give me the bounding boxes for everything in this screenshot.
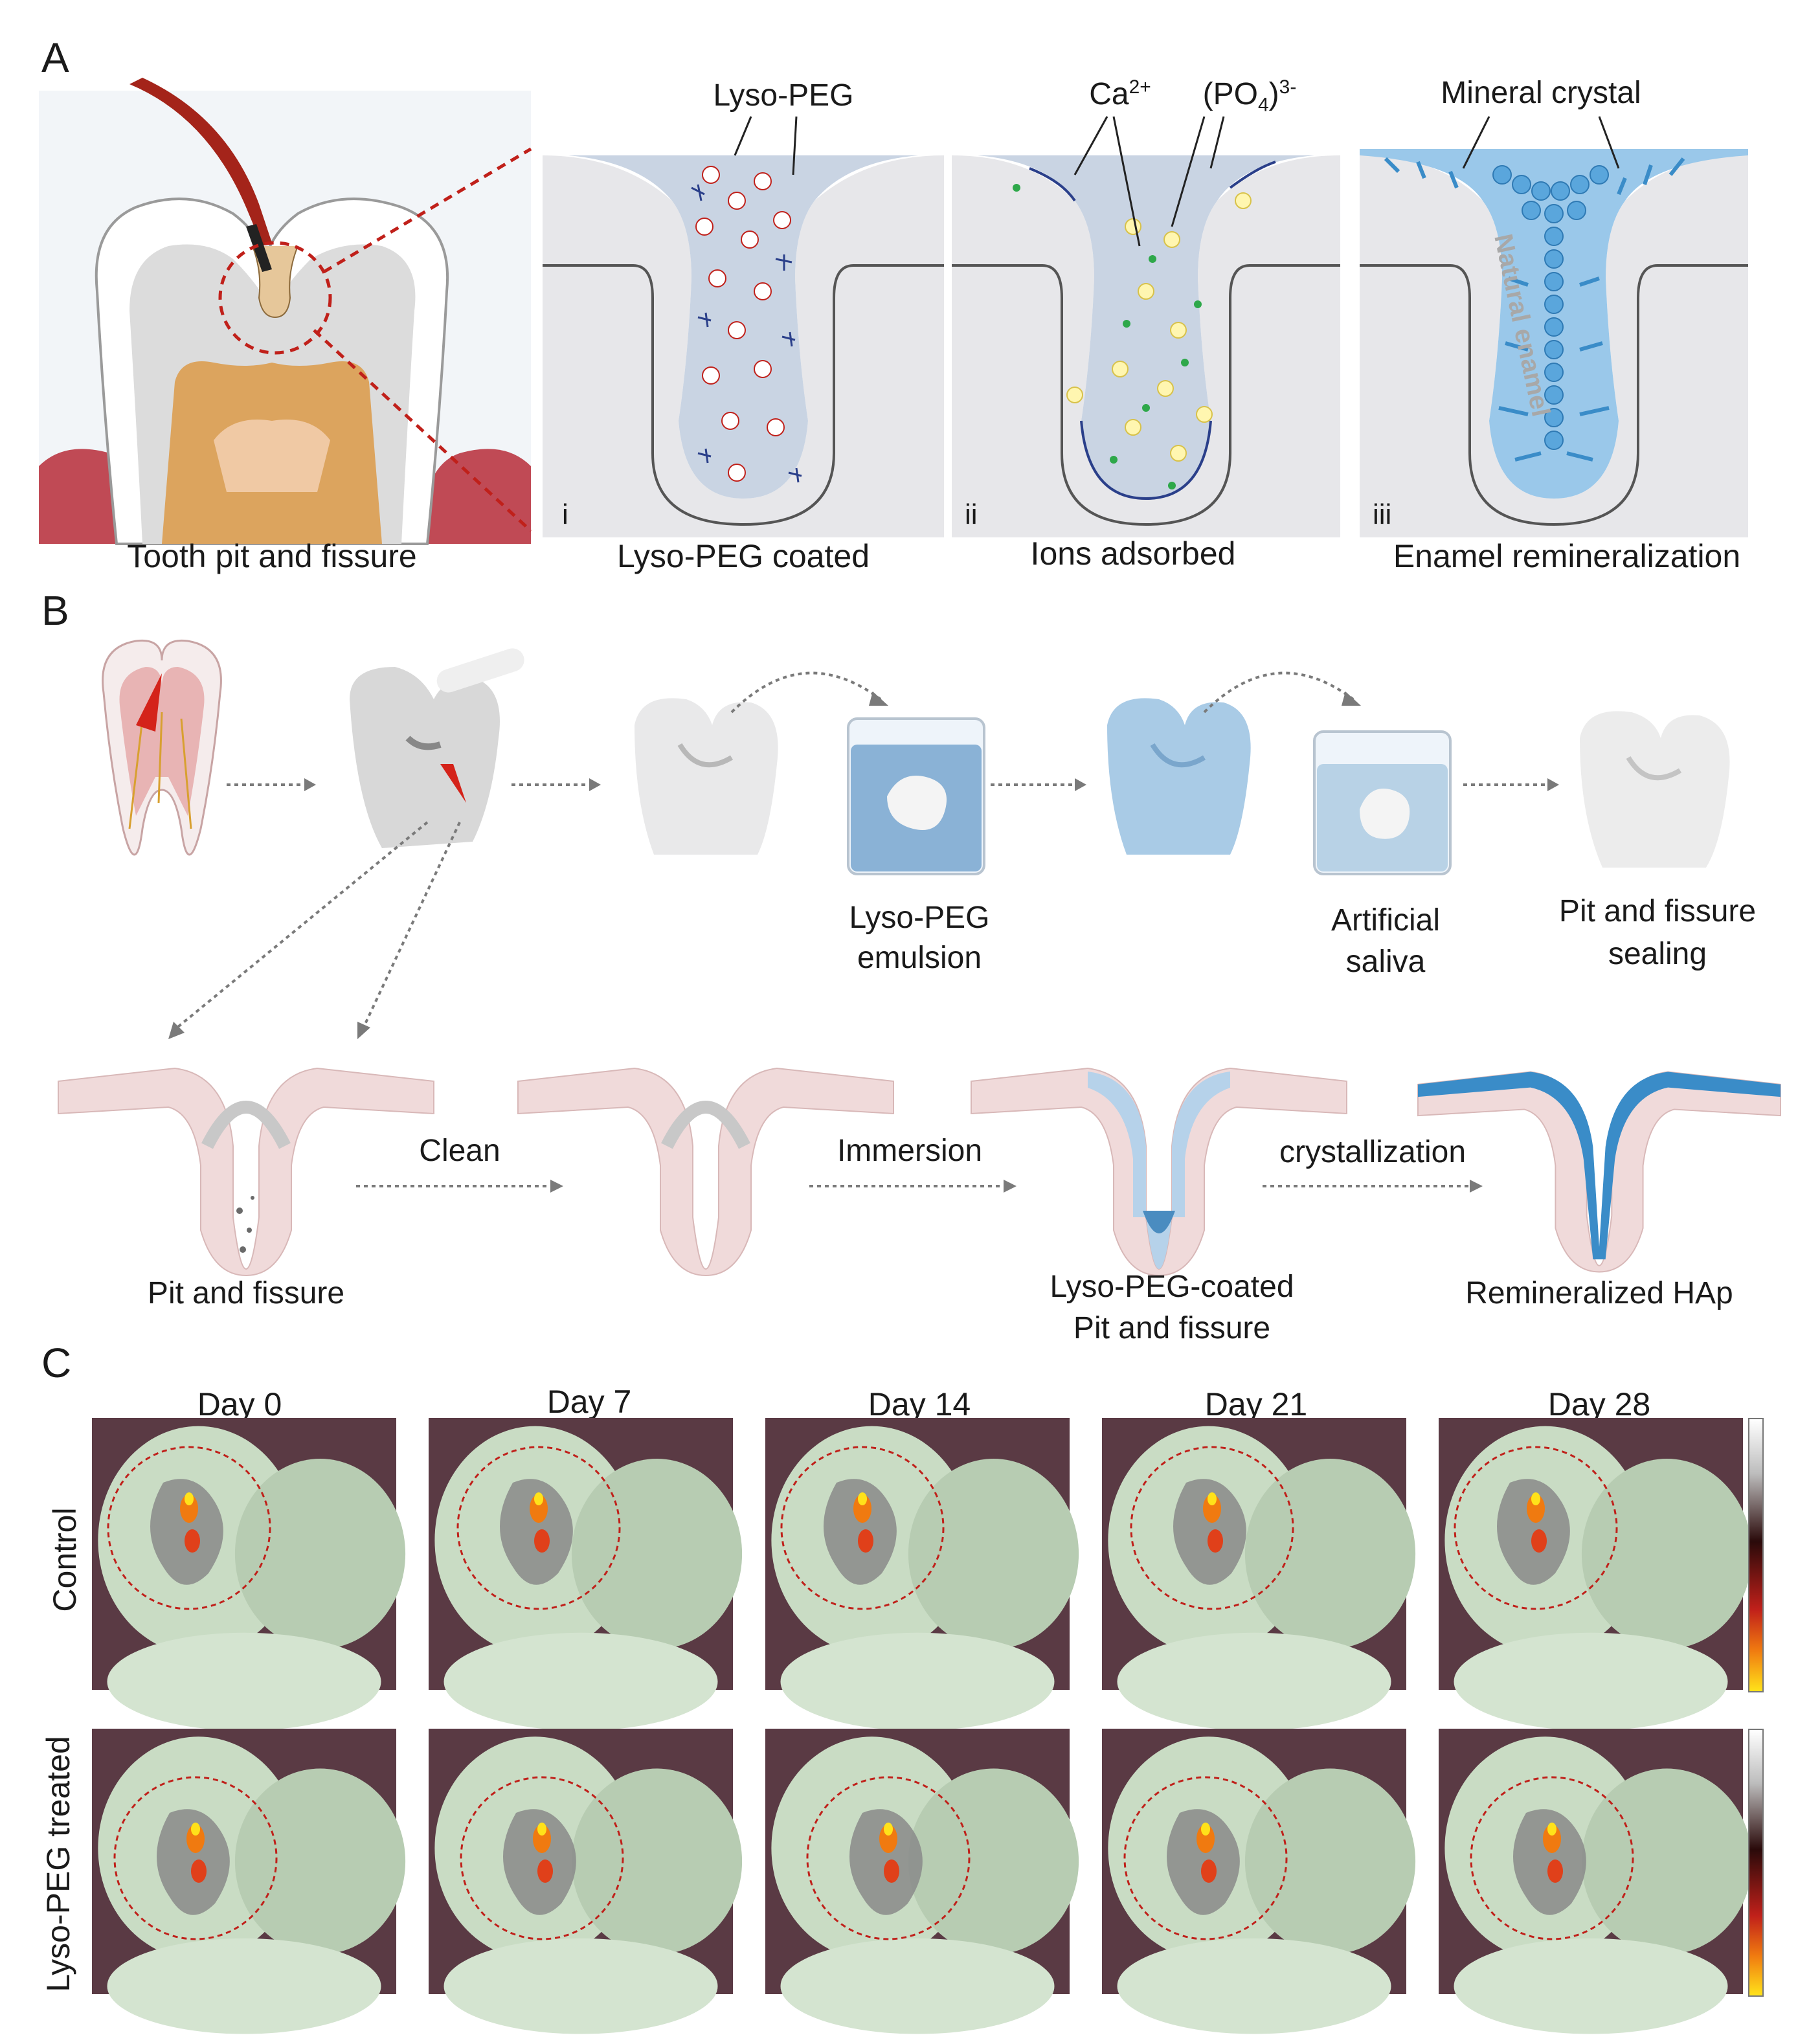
day-label-28: Day 28 bbox=[1547, 1386, 1651, 1422]
roman-ii: ii bbox=[965, 499, 978, 530]
panel-letter-a: A bbox=[41, 34, 69, 81]
caption-lyso-peg-coated: Lyso-PEG coated bbox=[616, 538, 870, 574]
day-label-14: Day 14 bbox=[868, 1386, 971, 1422]
tooth-cleaning-illustration bbox=[350, 648, 524, 848]
dotted-arrow-1 bbox=[227, 778, 316, 791]
fissure-cross-section-clean bbox=[517, 1067, 894, 1277]
roman-i: i bbox=[562, 499, 568, 530]
label-artificial-saliva-line2: saliva bbox=[1345, 945, 1426, 979]
dotted-arrow-4 bbox=[1463, 778, 1559, 791]
annotation-arrows-ions bbox=[1073, 116, 1225, 247]
dotted-arrow-3 bbox=[991, 778, 1086, 791]
label-artificial-saliva-line1: Artificial bbox=[1331, 903, 1441, 938]
phosphate-subscript: 4 bbox=[1257, 94, 1269, 116]
fluorescence-image-r0-c1 bbox=[429, 1418, 743, 1731]
phosphate-close: ) bbox=[1268, 77, 1279, 111]
calcium-symbol: Ca bbox=[1089, 77, 1129, 111]
panel-letter-c: C bbox=[41, 1340, 72, 1386]
fissure-cross-section-dirty bbox=[58, 1067, 434, 1277]
clean-tooth-illustration bbox=[635, 698, 778, 855]
caption-tooth-pit-fissure: Tooth pit and fissure bbox=[127, 538, 417, 574]
arrow-label-crystallization: crystallization bbox=[1279, 1135, 1466, 1169]
row-label-lyso-peg-treated: Lyso-PEG treated bbox=[40, 1736, 76, 1992]
tooth-cross-section-illustration bbox=[39, 78, 532, 545]
diagonal-dotted-arrows bbox=[168, 821, 461, 1039]
caption-enamel-remineralization: Enamel remineralization bbox=[1393, 538, 1741, 574]
curved-arrow-to-emulsion bbox=[730, 671, 888, 713]
phosphate-formula: (PO bbox=[1202, 77, 1258, 111]
label-lyso-peg-emulsion-line2: emulsion bbox=[857, 941, 982, 975]
caption-ions-adsorbed: Ions adsorbed bbox=[1030, 535, 1236, 572]
label-pit-fissure-sealing-line1: Pit and fissure bbox=[1558, 894, 1757, 928]
colorbar-control bbox=[1748, 1418, 1764, 1692]
fluorescence-image-r0-c4 bbox=[1439, 1418, 1753, 1731]
caption-pit-and-fissure: Pit and fissure bbox=[147, 1276, 345, 1310]
fluorescence-image-r1-c0 bbox=[92, 1729, 406, 2034]
fluorescence-image-r0-c2 bbox=[765, 1418, 1079, 1731]
annotation-lyso-peg: Lyso-PEG bbox=[713, 78, 854, 113]
fluorescence-image-r1-c4 bbox=[1439, 1729, 1753, 2034]
annotation-phosphate-ion: (PO4)3- bbox=[1185, 76, 1314, 117]
fluorescence-image-r1-c1 bbox=[429, 1729, 743, 2034]
annotation-arrows-lyso-peg bbox=[734, 116, 798, 175]
caption-lyso-peg-coated-line1: Lyso-PEG-coated bbox=[1050, 1270, 1294, 1304]
lyso-peg-emulsion-beaker bbox=[847, 717, 985, 875]
fissure-ions-adsorbed-illustration bbox=[952, 149, 1340, 537]
dotted-arrow-clean bbox=[356, 1180, 563, 1193]
fluorescence-image-r1-c3 bbox=[1102, 1729, 1416, 2034]
arrow-label-clean: Clean bbox=[419, 1134, 500, 1168]
day-label-0: Day 0 bbox=[197, 1386, 282, 1422]
annotation-arrows-mineral bbox=[1462, 116, 1620, 169]
panel-letter-b: B bbox=[41, 587, 69, 634]
annotation-calcium-ion: Ca2+ bbox=[1075, 76, 1165, 112]
fluorescence-image-r0-c0 bbox=[92, 1418, 406, 1731]
artificial-saliva-beaker bbox=[1313, 730, 1452, 875]
fissure-lyso-peg-coated-illustration bbox=[543, 149, 944, 537]
day-label-21: Day 21 bbox=[1204, 1386, 1308, 1422]
calcium-charge: 2+ bbox=[1129, 76, 1151, 98]
label-pit-fissure-sealing-line2: sealing bbox=[1608, 937, 1707, 971]
curved-arrow-to-saliva bbox=[1203, 671, 1361, 713]
colorbar-treated bbox=[1748, 1729, 1764, 1997]
dotted-arrow-2 bbox=[511, 778, 601, 791]
label-lyso-peg-emulsion-line1: Lyso-PEG bbox=[849, 901, 990, 935]
fissure-enamel-remineralization-illustration bbox=[1360, 149, 1748, 537]
caption-remineralized-hap: Remineralized HAp bbox=[1465, 1276, 1733, 1310]
sealed-tooth-illustration bbox=[1580, 711, 1730, 868]
fluorescence-image-r1-c2 bbox=[765, 1729, 1079, 2034]
fluorescence-image-r0-c3 bbox=[1102, 1418, 1416, 1731]
day-label-7: Day 7 bbox=[546, 1384, 632, 1420]
phosphate-charge: 3- bbox=[1279, 76, 1297, 98]
coated-tooth-illustration bbox=[1107, 698, 1251, 855]
dotted-arrow-immersion bbox=[809, 1180, 1017, 1193]
annotation-mineral-crystal: Mineral crystal bbox=[1441, 76, 1641, 110]
carious-tooth-illustration bbox=[102, 639, 222, 856]
fissure-cross-section-coated bbox=[971, 1067, 1347, 1277]
dotted-arrow-crystallization bbox=[1263, 1180, 1483, 1193]
arrow-label-immersion: Immersion bbox=[837, 1134, 983, 1168]
fissure-cross-section-remineralized bbox=[1417, 1071, 1781, 1273]
caption-lyso-peg-coated-line2: Pit and fissure bbox=[1073, 1311, 1271, 1345]
row-label-control: Control bbox=[47, 1507, 83, 1612]
roman-iii: iii bbox=[1373, 499, 1392, 530]
